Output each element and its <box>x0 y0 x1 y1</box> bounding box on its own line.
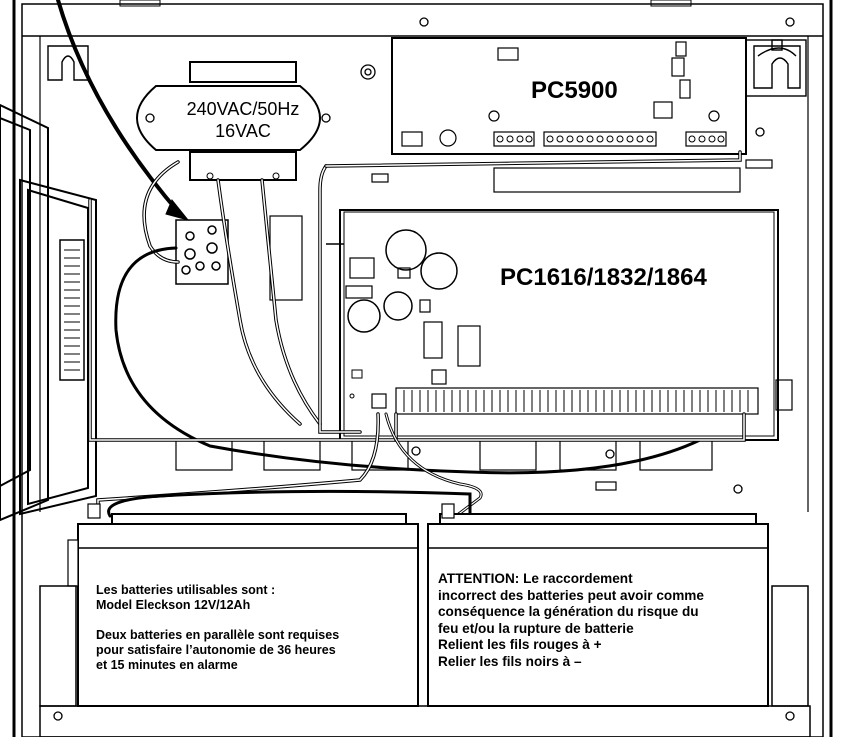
battery-left-line-3: Deux batteries en parallèle sont requise… <box>96 628 340 642</box>
main-panel-terminal-dividers <box>403 390 749 412</box>
small-slot-left <box>371 173 389 183</box>
transformer-input-rating: 240VAC/50Hz <box>186 99 300 119</box>
warning-line-1: : Le raccordement <box>514 571 633 586</box>
ac-terminal-block <box>175 219 229 285</box>
battery-left <box>67 503 419 707</box>
wiring <box>56 0 746 518</box>
warning-line-3: conséquence la génération du risque du <box>438 604 699 620</box>
side-mounting-plates <box>0 103 97 522</box>
warning-line-6: Relier les fils noirs à – <box>438 653 582 669</box>
warning-line-2: incorrect des batteries peut avoir comme <box>438 587 704 603</box>
battery-left-label: Les batteries utilisables sont : Model E… <box>96 583 339 688</box>
bottom-rail <box>39 585 811 737</box>
lower-slots <box>175 439 713 491</box>
pc5900-slot <box>493 167 741 193</box>
warning-line-5: Relient les fils rouges à + <box>438 637 602 653</box>
pc5900-terminals <box>493 131 727 147</box>
battery-left-line-5: et 15 minutes en alarme <box>96 658 238 672</box>
warning-line-4: feu et/ou la rupture de batterie <box>438 620 634 636</box>
pc5900-terminal-screws <box>496 135 725 143</box>
standoffs <box>53 64 795 721</box>
side-terminal-strip <box>64 249 80 371</box>
battery-left-line-4: pour satisfaire l’autonomie de 36 heures <box>96 643 336 657</box>
small-slot-top-right <box>745 159 773 169</box>
warning-attention: ATTENTION <box>438 571 515 586</box>
battery-left-line-1: Les batteries utilisables sont : <box>96 583 276 597</box>
battery-left-line-2: Model Eleckson 12V/12Ah <box>96 598 251 612</box>
main-panel-terminal-strip <box>395 387 759 415</box>
wiring-cover <box>269 215 303 301</box>
transformer <box>136 61 331 181</box>
main-panel-title: PC1616/1832/1864 <box>500 264 707 291</box>
battery-right-warning: ATTENTION: Le raccordement incorrect des… <box>438 571 704 671</box>
transformer-label: 240VAC/50Hz 16VAC <box>168 98 318 142</box>
comm-module-title: PC5900 <box>531 77 618 104</box>
transformer-output-rating: 16VAC <box>215 121 271 141</box>
cabinet-enclosure <box>12 0 833 737</box>
